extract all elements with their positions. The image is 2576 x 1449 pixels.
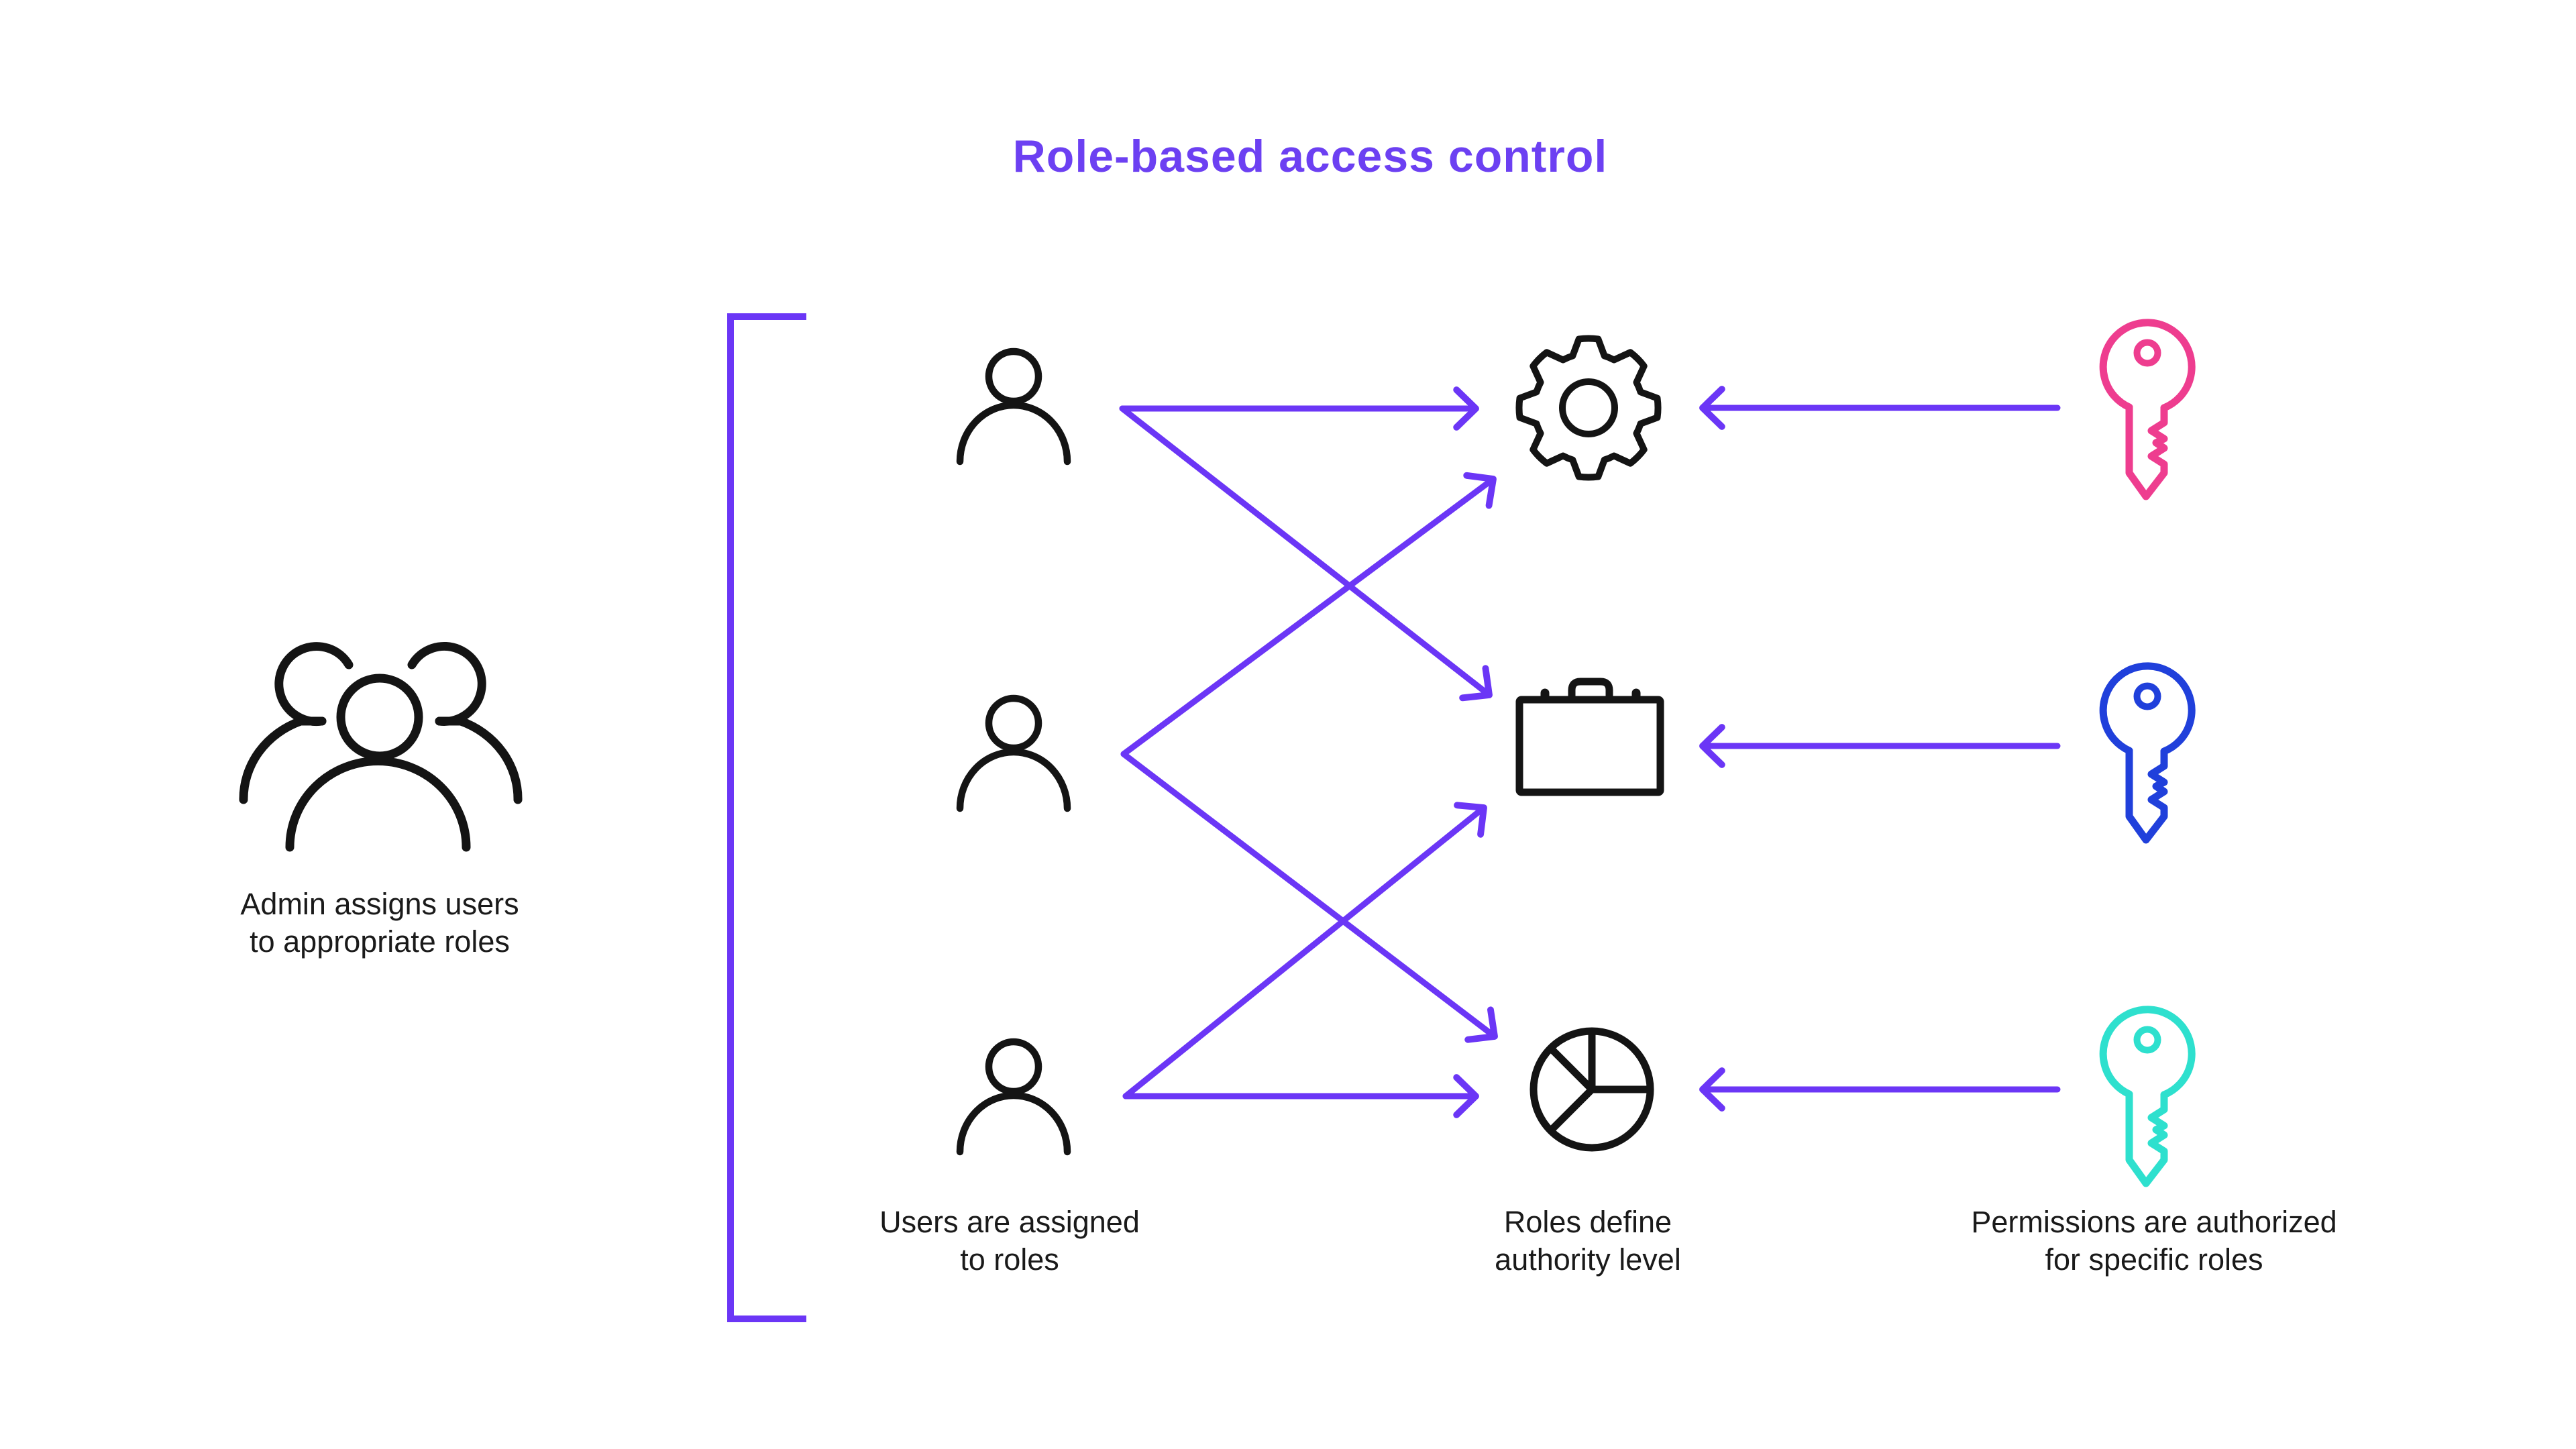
admin-caption: Admin assigns users to appropriate roles	[240, 887, 519, 959]
blue-key-icon	[2099, 662, 2196, 844]
pie-chart-icon	[1529, 1027, 1654, 1152]
group-bracket	[727, 313, 806, 1322]
arrow-user1-to-briefcase	[1119, 405, 1493, 702]
roles-caption: Roles define authority level	[1495, 1205, 1681, 1277]
user-icon	[956, 347, 1071, 466]
user-icon	[956, 694, 1071, 812]
arrow-user2-to-pie	[1120, 751, 1498, 1043]
arrow-user3-to-briefcase	[1122, 802, 1487, 1099]
arrow-user2-to-gear	[1120, 472, 1497, 757]
teal-key-icon	[2099, 1006, 2196, 1187]
users-caption: Users are assigned to roles	[879, 1205, 1140, 1277]
pink-key-icon	[2099, 319, 2196, 500]
briefcase-icon	[1515, 678, 1664, 796]
permissions-caption: Permissions are authorized for specific …	[1971, 1205, 2337, 1277]
user-icon	[956, 1038, 1071, 1156]
page-title: Role-based access control	[1012, 131, 1608, 182]
gear-icon	[1515, 335, 1662, 481]
people-group-icon	[239, 642, 523, 852]
